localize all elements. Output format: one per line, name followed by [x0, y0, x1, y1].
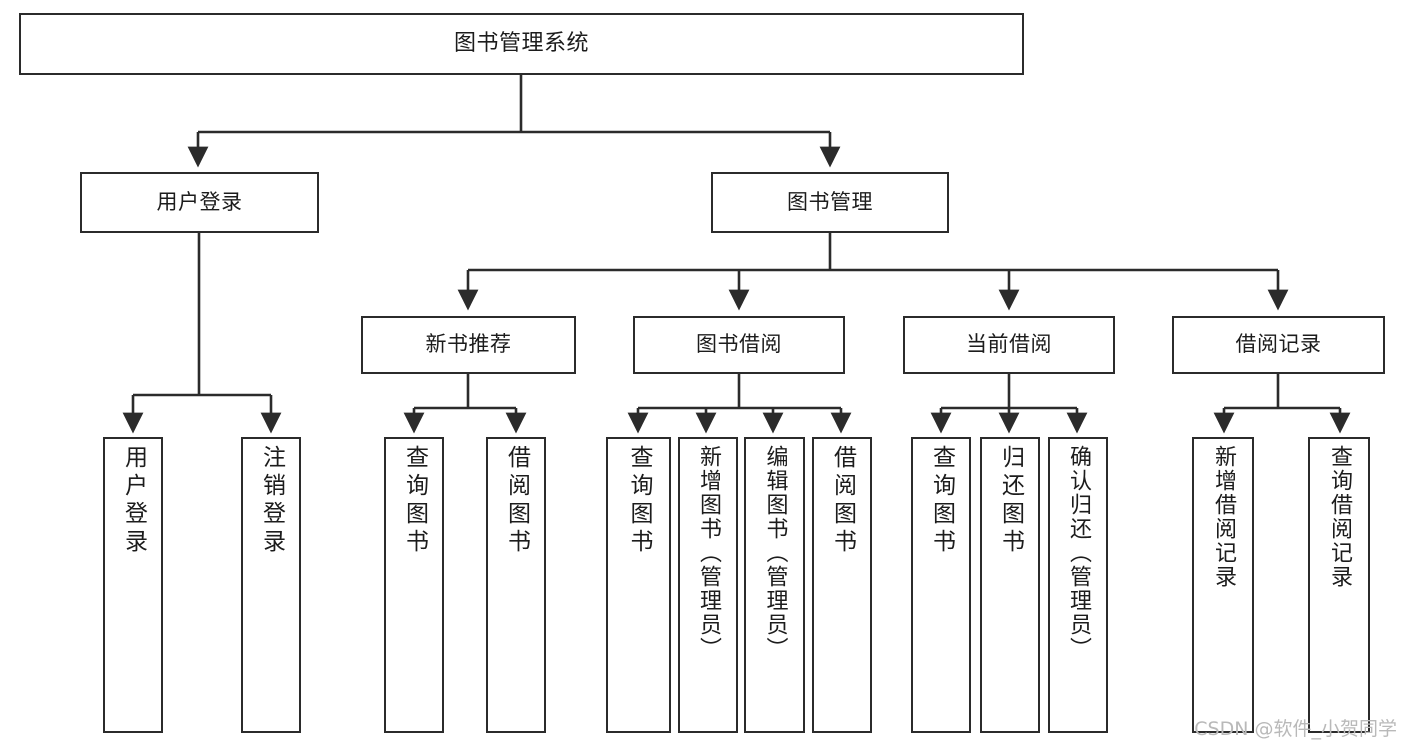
node-label: 查询借阅记录	[1327, 445, 1352, 589]
leaf-confirm-return-admin[interactable]: 确认归还（管理员）	[1048, 437, 1108, 733]
leaf-logout[interactable]: 注销登录	[241, 437, 301, 733]
node-label: 注销登录	[258, 445, 285, 557]
node-label: 用户登录	[120, 445, 147, 557]
leaf-query-borrow-record[interactable]: 查询借阅记录	[1308, 437, 1370, 733]
node-label: 借阅图书	[829, 445, 856, 557]
node-label: 新书推荐	[425, 332, 512, 357]
node-label: 图书管理	[787, 189, 873, 214]
node-label: 查询图书	[928, 445, 955, 557]
node-root-system[interactable]: 图书管理系统	[19, 13, 1024, 75]
leaf-borrow-book[interactable]: 借阅图书	[812, 437, 872, 733]
node-current-borrow[interactable]: 当前借阅	[903, 316, 1115, 374]
leaf-query-book-recommend[interactable]: 查询图书	[384, 437, 444, 733]
node-label: 查询图书	[626, 445, 652, 557]
node-book-borrow[interactable]: 图书借阅	[633, 316, 845, 374]
leaf-add-book-admin[interactable]: 新增图书（管理员）	[678, 437, 738, 733]
leaf-query-book-borrow[interactable]: 查询图书	[606, 437, 671, 733]
node-label: 归还图书	[997, 445, 1024, 557]
node-book-management[interactable]: 图书管理	[711, 172, 949, 233]
node-label: 查询图书	[401, 445, 428, 557]
node-label: 新增借阅记录	[1211, 445, 1236, 589]
leaf-return-book[interactable]: 归还图书	[980, 437, 1040, 733]
node-user-login[interactable]: 用户登录	[80, 172, 319, 233]
leaf-edit-book-admin[interactable]: 编辑图书（管理员）	[744, 437, 805, 733]
watermark-text: CSDN @软件_小贺同学	[1194, 718, 1397, 740]
node-label: 借阅记录	[1235, 332, 1322, 357]
node-label: 当前借阅	[966, 332, 1052, 357]
node-label: 新增图书（管理员）	[696, 445, 721, 661]
leaf-user-login[interactable]: 用户登录	[103, 437, 163, 733]
leaf-add-borrow-record[interactable]: 新增借阅记录	[1192, 437, 1254, 733]
node-label: 图书管理系统	[453, 30, 589, 56]
node-borrow-record[interactable]: 借阅记录	[1172, 316, 1385, 374]
node-label: 用户登录	[156, 189, 243, 214]
node-label: 确认归还（管理员）	[1066, 445, 1091, 661]
leaf-query-book-current[interactable]: 查询图书	[911, 437, 971, 733]
node-label: 图书借阅	[696, 332, 782, 357]
node-new-book-recommend[interactable]: 新书推荐	[361, 316, 576, 374]
node-label: 借阅图书	[503, 445, 530, 557]
leaf-borrow-book-recommend[interactable]: 借阅图书	[486, 437, 546, 733]
node-label: 编辑图书（管理员）	[762, 445, 788, 661]
